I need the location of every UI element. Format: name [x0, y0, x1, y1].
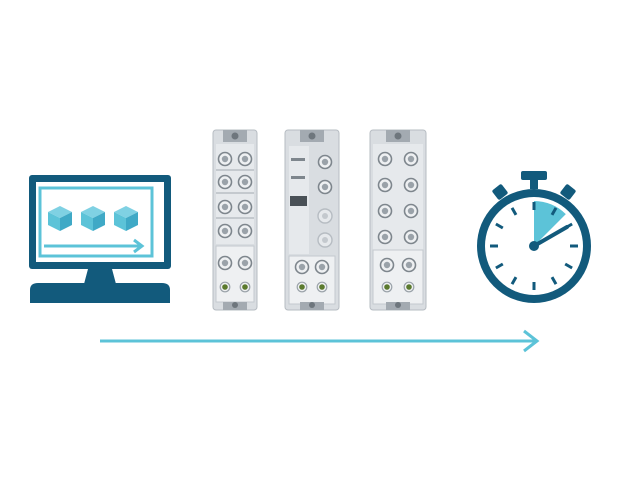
stopwatch-segment: [534, 201, 566, 246]
computer-icon: [29, 175, 171, 303]
io-module-icon: [284, 129, 340, 311]
stopwatch-tick: [550, 276, 558, 285]
stopwatch-tick: [550, 207, 558, 216]
stopwatch-tick: [495, 222, 504, 230]
monitor-stand: [84, 269, 116, 284]
stopwatch-icon: [477, 171, 591, 303]
io-module-icon: [212, 129, 258, 311]
stopwatch-tick: [564, 262, 573, 270]
io-module-icon: [369, 129, 427, 311]
monitor-base: [30, 283, 170, 303]
window-frame: [38, 186, 154, 258]
stopwatch-tick: [510, 276, 518, 285]
stopwatch-hand: [532, 225, 569, 248]
stopwatch-tick: [495, 262, 504, 270]
arrow-right-icon: [100, 329, 540, 353]
stopwatch-tick: [510, 207, 518, 216]
